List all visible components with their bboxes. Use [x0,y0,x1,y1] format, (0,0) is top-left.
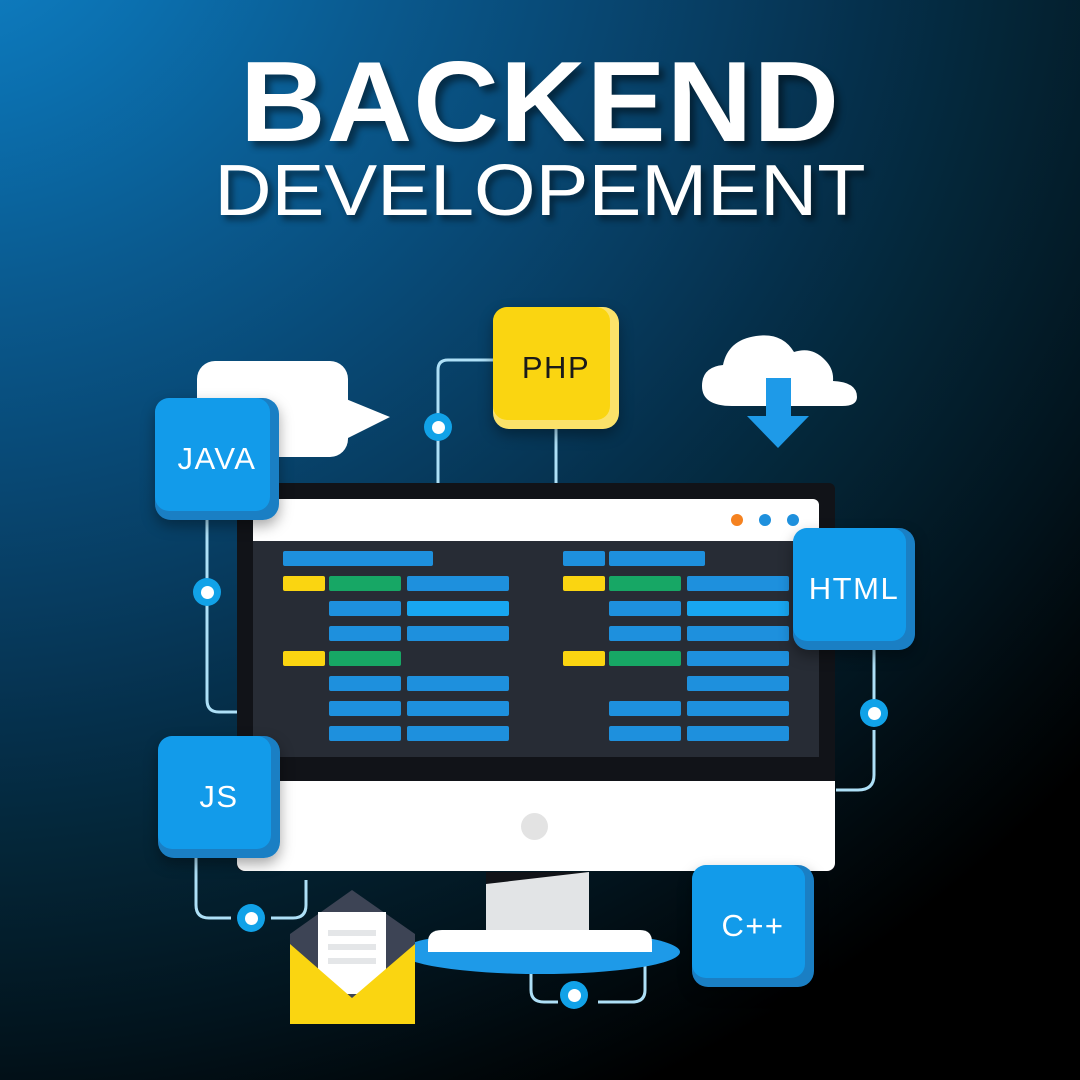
code-bar [687,726,789,741]
maximize-dot[interactable] [787,514,799,526]
tag-html[interactable]: HTML [793,528,915,650]
code-bar [329,701,401,716]
code-bar [609,626,681,641]
code-editor-screen [253,541,819,757]
tag-php[interactable]: PHP [493,307,619,429]
code-bar [283,551,339,566]
code-bar [687,676,789,691]
mouse-icon [400,930,680,974]
code-bar [609,551,705,566]
tag-cpp[interactable]: C++ [692,865,814,987]
monitor-power-button[interactable] [521,813,548,840]
title-sub: DEVELOPEMENT [214,151,866,232]
code-bar [563,651,605,666]
tag-php-label: PHP [521,350,591,385]
code-bar [609,576,681,591]
connector-node-html[interactable] [860,699,888,727]
code-bar [329,601,401,616]
speech-bubble-tail [346,399,390,439]
tag-php-face [493,307,610,420]
code-bar [687,701,789,716]
tag-java-label: JAVA [177,441,257,476]
browser-titlebar [253,499,819,541]
connector-node-java[interactable] [193,578,221,606]
tag-js-label: JS [199,779,239,814]
monitor [237,483,835,871]
close-dot[interactable] [731,514,743,526]
tag-java-face [155,398,270,511]
poster-title: BACKEND DEVELOPEMENT [0,39,1080,232]
code-bar [609,651,681,666]
code-bar [687,651,789,666]
code-bar [609,726,681,741]
code-bar [563,551,605,566]
code-bar [329,576,401,591]
code-bar [407,576,509,591]
code-bar [407,601,509,616]
tag-html-face [793,528,906,641]
code-bar [407,676,509,691]
tag-cpp-face [692,865,805,978]
code-bar [283,651,325,666]
tag-java[interactable]: JAVA [155,398,279,520]
code-bar [687,576,789,591]
envelope-icon [290,890,415,1024]
connector-node-mouse[interactable] [560,981,588,1009]
cloud-download-icon [702,335,857,448]
code-bar [609,701,681,716]
code-bar [329,551,433,566]
tag-html-label: HTML [808,571,900,606]
connector-node-js[interactable] [237,904,265,932]
code-bar [407,701,509,716]
code-bar [687,626,789,641]
tag-cpp-label: C++ [721,908,785,943]
code-bar [609,601,681,616]
code-bar [407,626,509,641]
tag-js-face [158,736,271,849]
tag-js[interactable]: JS [158,736,280,858]
code-bar [563,576,605,591]
code-bar [283,576,325,591]
title-main: BACKEND [239,39,841,166]
code-bar [329,651,401,666]
code-bar [687,601,789,616]
keyboard-icon [486,872,589,944]
monitor-chin [237,781,835,871]
code-bar [407,726,509,741]
code-bar [329,726,401,741]
connector-node-php[interactable] [424,413,452,441]
code-bar [329,626,401,641]
minimize-dot[interactable] [759,514,771,526]
code-bar [329,676,401,691]
